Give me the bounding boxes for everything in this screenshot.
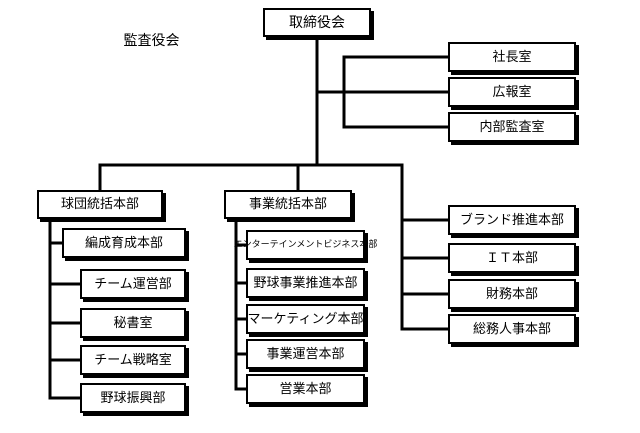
business-headquarters-box: 事業統括本部 bbox=[224, 190, 352, 219]
team-ops-unit-player-development: 編成育成本部 bbox=[62, 228, 186, 258]
audit-board-box: 監査役会 bbox=[123, 32, 180, 49]
internal-audit-office-box: 内部監査室 bbox=[448, 112, 576, 142]
president-office-box: 社長室 bbox=[448, 42, 576, 72]
pr-office-box: 広報室 bbox=[448, 77, 576, 107]
team-ops-unit-secretariat: 秘書室 bbox=[80, 308, 186, 338]
corporate-unit-it: ＩＴ本部 bbox=[448, 243, 576, 273]
team-ops-unit-team-strategy: チーム戦略室 bbox=[80, 345, 186, 375]
team-ops-unit-baseball-promotion: 野球振興部 bbox=[80, 383, 186, 413]
board-of-directors-box: 取締役会 bbox=[263, 8, 371, 37]
corporate-unit-brand-promotion: ブランド推進本部 bbox=[448, 205, 576, 235]
corporate-unit-general-affairs-hr: 総務人事本部 bbox=[448, 314, 576, 344]
team-ops-unit-team-management: チーム運営部 bbox=[80, 269, 186, 299]
business-unit-entertainment: エンターテインメントビジネス本部 bbox=[234, 230, 377, 260]
corporate-unit-finance: 財務本部 bbox=[448, 279, 576, 309]
business-unit-marketing: マーケティング本部 bbox=[246, 304, 365, 334]
business-unit-baseball-business-promotion: 野球事業推進本部 bbox=[246, 268, 365, 298]
business-unit-business-operations: 事業運営本部 bbox=[246, 339, 365, 369]
team-operations-headquarters-box: 球団統括本部 bbox=[37, 190, 163, 219]
business-unit-sales: 営業本部 bbox=[246, 374, 365, 404]
